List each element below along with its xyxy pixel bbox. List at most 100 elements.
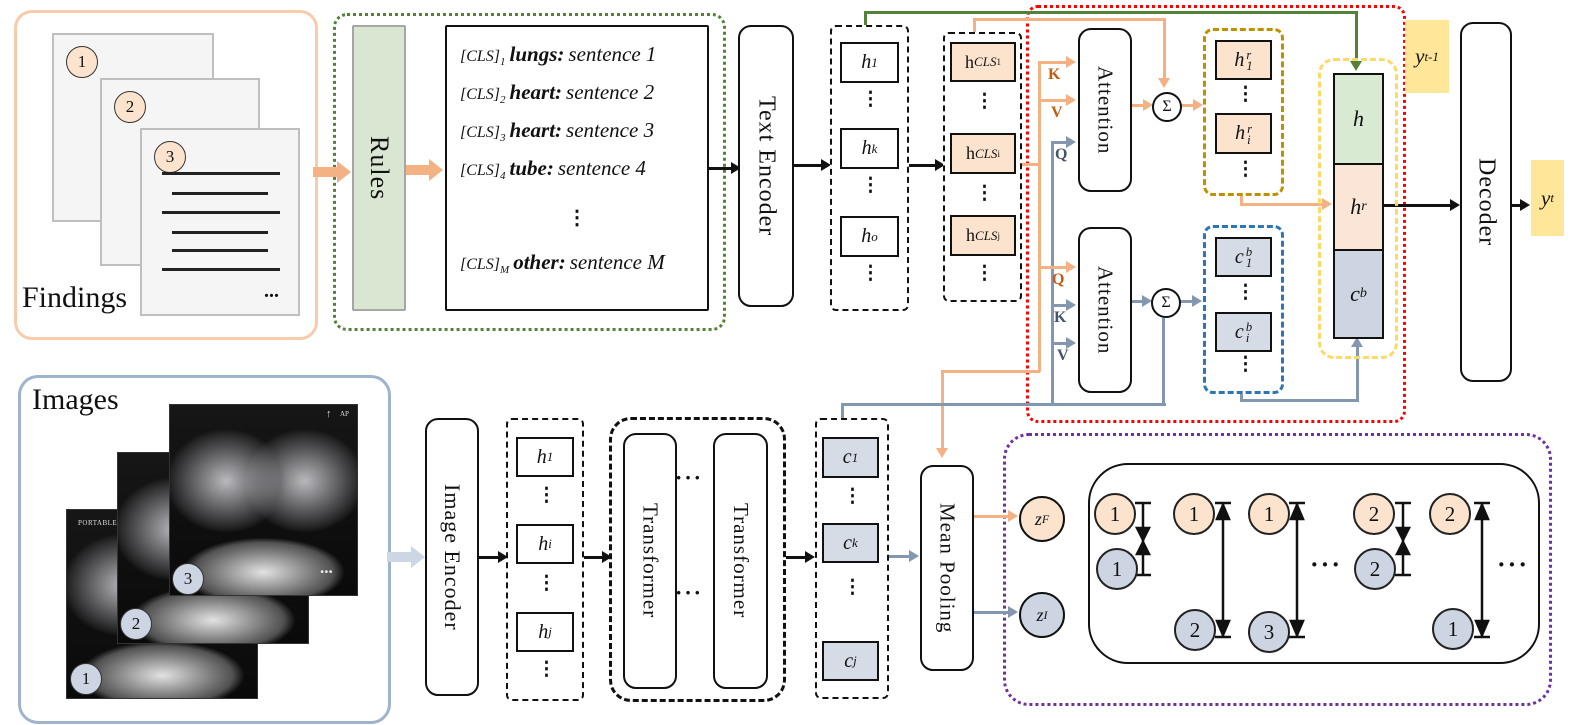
pair-bottom-circle: 2 [1354,548,1396,590]
image-number-badge: 3 [172,563,204,595]
cls-sentence: sentence 1 [568,42,657,66]
sum-top: Σ [1152,92,1182,122]
transformer-box-2: Transformer [713,433,768,689]
cls-sentence: sentence M [569,250,665,274]
doc-number-3: 3 [165,147,175,166]
image-number-badge: 1 [70,663,102,695]
pair-top-circle: 1 [1173,493,1215,535]
images-group-box [18,375,391,724]
attention-top-label: Attention [1093,65,1118,155]
cls-token: [CLS]1 [460,48,506,69]
decoder-box: Decoder [1460,22,1512,382]
attention-bottom-box: Attention [1078,227,1132,393]
k-label-top: K [1048,66,1061,83]
pair-top-circle: 1 [1248,493,1290,535]
doc-text-line [162,211,280,214]
xray-portable-text: PORTABLE [78,519,118,527]
images-title: Images [32,383,119,416]
doc-text-line [172,249,268,252]
vdots: ⋮ [843,486,862,507]
doc-text-line [162,172,280,175]
vdots: ⋮ [861,175,880,196]
text-encoder-label: Text Encoder [753,95,780,237]
xray-arrow-icon: ↑ [326,408,332,420]
vdots: ⋮ [975,263,994,284]
vdots: ⋮ [861,263,880,284]
pull-connector [1394,501,1412,577]
transformer-1-label: Transformer [638,503,663,619]
pair-top-circle: 2 [1353,493,1395,535]
pair-top-circle: 2 [1429,493,1471,535]
vdots: ⋮ [975,183,994,204]
cls-tag: tube: [509,156,554,180]
vdots: ⋮ [861,89,880,110]
fusion-group-box [1026,5,1406,423]
image-number-2: 2 [131,614,141,633]
mean-pooling-label: Mean Pooling [935,502,960,634]
images-to-encoder-arrow [387,552,411,562]
transformer-dots: ··· [675,465,704,490]
doc-number-badge: 1 [66,46,98,78]
vdots: ⋮ [537,485,556,506]
doc-number-badge: 2 [114,91,146,123]
rules-to-cls-arrow [405,165,429,175]
mean-pooling-box: Mean Pooling [920,465,974,671]
rules-label: Rules [365,135,394,201]
xray-image-3 [170,405,357,595]
image-number-3: 3 [183,569,193,588]
cls-sentence: sentence 4 [557,156,646,180]
pairs-ellipsis: ··· [1497,550,1530,579]
attention-top-box: Attention [1078,28,1132,192]
cls-tag: heart: [509,118,563,142]
pair-bottom-circle: 2 [1174,609,1216,651]
k-label-bottom: K [1054,309,1067,326]
findings-title: Findings [22,281,128,314]
vdots: ⋮ [1236,282,1255,303]
doc-text-line [162,268,280,271]
doc-number-1: 1 [77,52,87,71]
cls-token: [CLS]4 [460,162,506,183]
vdots: ⋮ [975,91,994,112]
push-connector [1215,501,1231,639]
sum-bottom: Σ [1151,288,1181,318]
xray-ap-text: AP [340,410,349,418]
findings-ellipsis: ... [264,280,279,302]
q-label-top: Q [1055,146,1068,163]
contrastive-group-box [1003,433,1552,706]
cls-token: [CLS]2 [460,86,506,107]
cls-sentence: sentence 2 [566,80,655,104]
v-label-bottom: V [1057,347,1069,364]
pull-connector [1134,501,1152,577]
cls-tag: lungs: [509,42,565,66]
pair-bottom-circle: 1 [1432,608,1474,650]
image-encoder-label: Image Encoder [440,483,465,631]
pair-bottom-circle: 1 [1096,548,1138,590]
v-label-top: V [1051,104,1063,121]
text-encoder-box: Text Encoder [738,25,794,307]
rules-box: Rules [352,25,406,311]
doc-number-2: 2 [125,97,135,116]
image-number-badge: 2 [120,608,152,640]
vdots: ⋮ [843,577,862,598]
q-label-bottom: Q [1052,271,1065,288]
doc-text-line [172,231,268,234]
cls-sentence: sentence 3 [566,118,655,142]
pair-bottom-circle: 3 [1248,611,1290,653]
